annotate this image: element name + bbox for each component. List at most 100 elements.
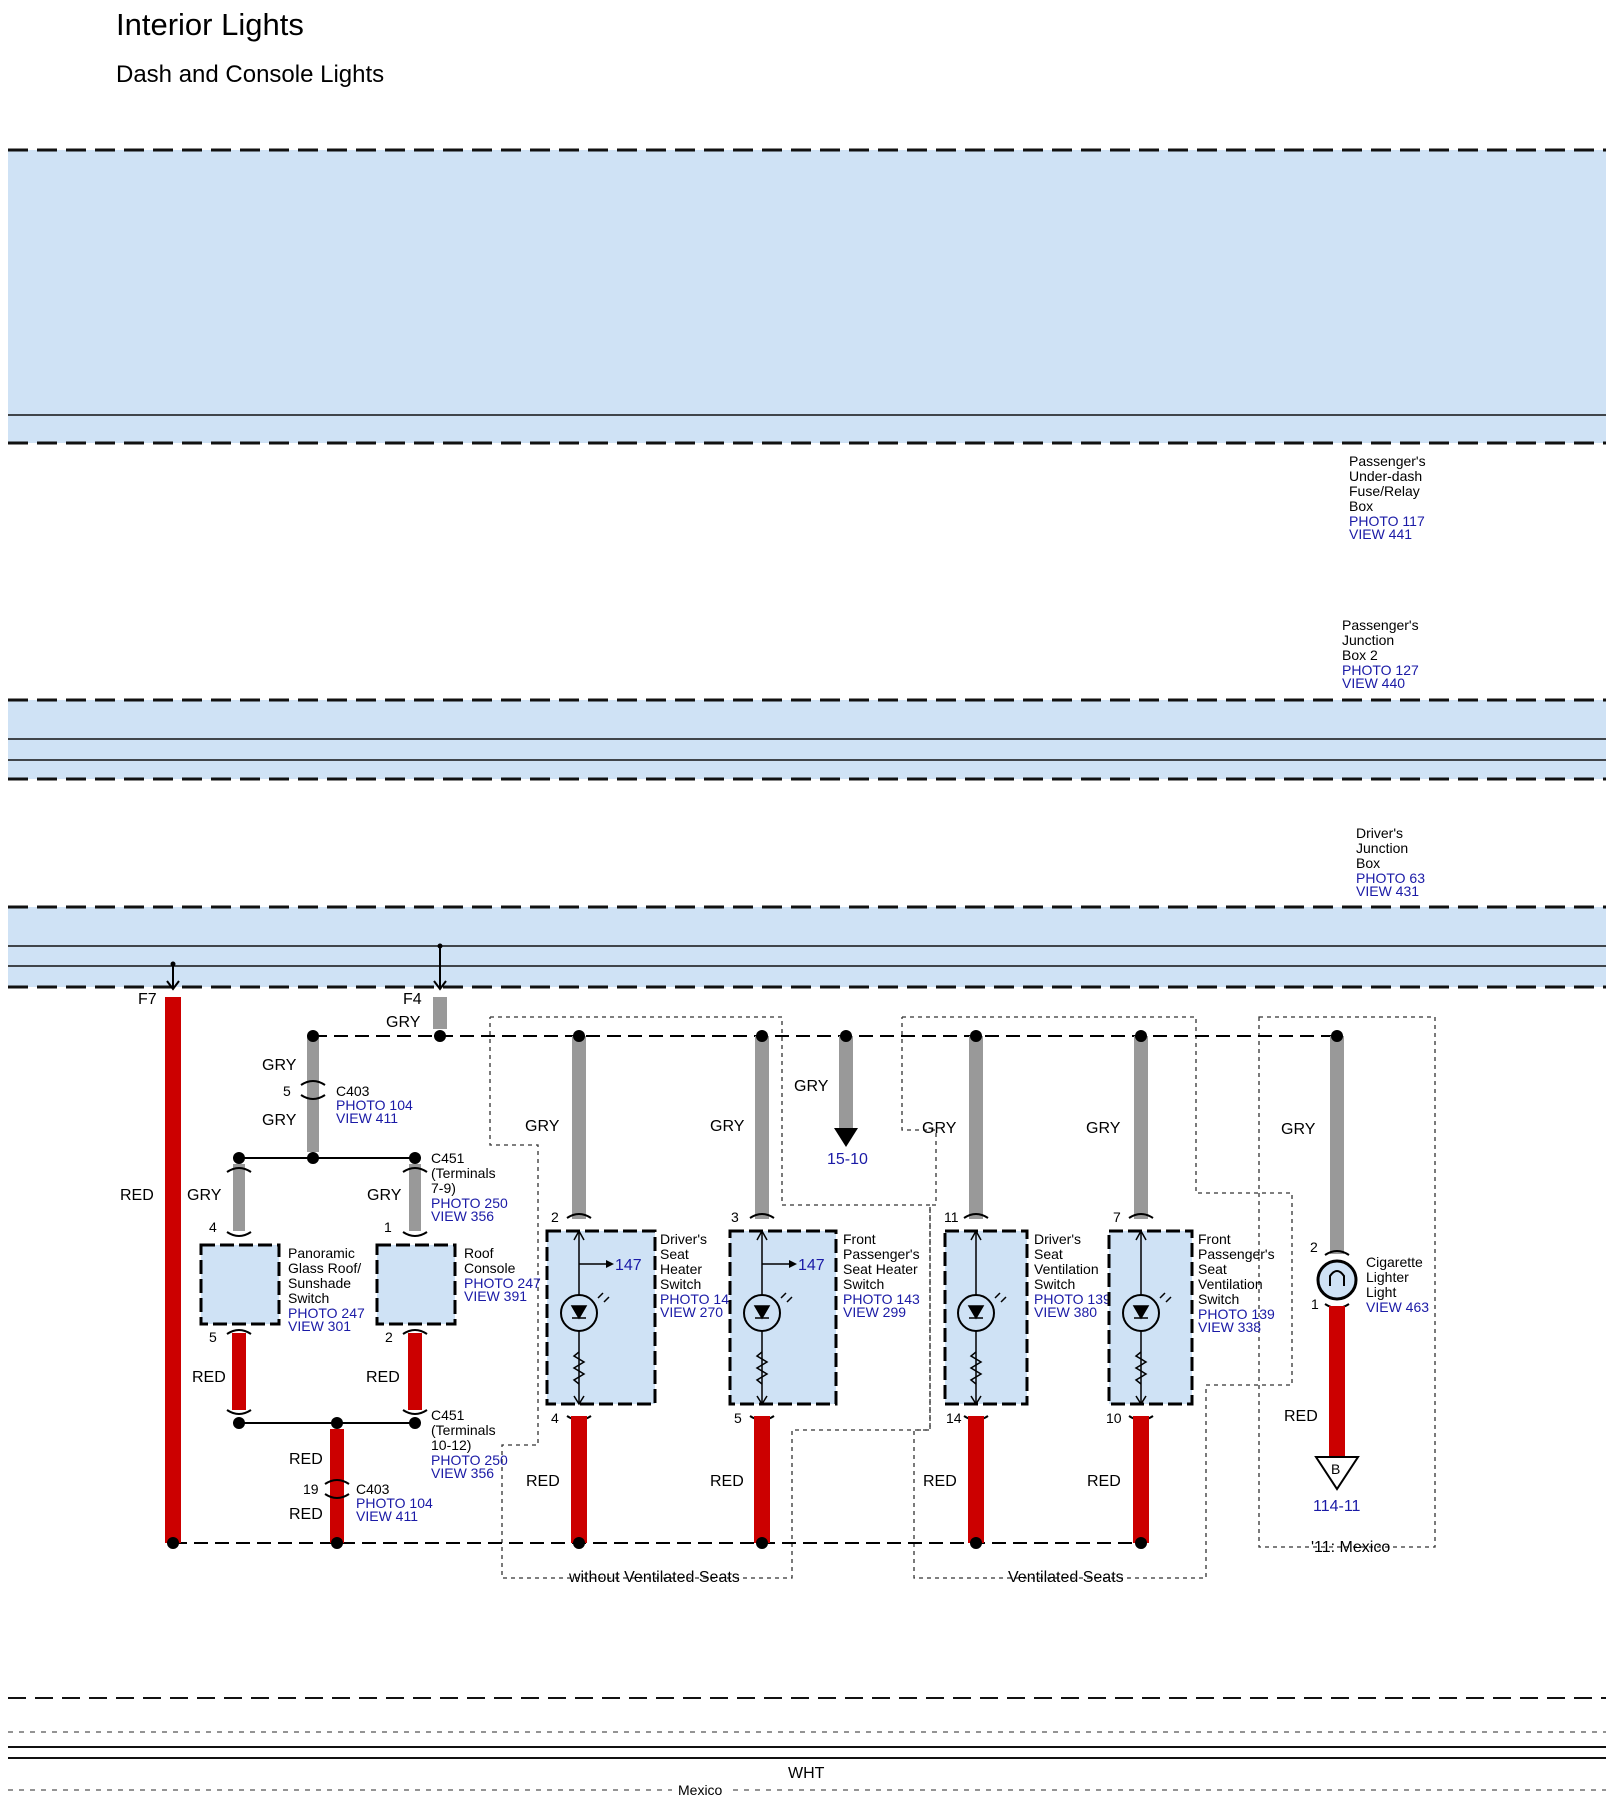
page-title: Interior Lights [116,7,304,42]
roof-console-name-1: Roof [464,1245,494,1261]
driver-junction-box-photo-link[interactable]: PHOTO 63 [1356,870,1425,886]
c403-top-gry-wire [307,1036,319,1152]
cig-red-label: RED [1284,1408,1318,1425]
mexico-label: Mexico [678,1782,723,1798]
underdash-box-view-link[interactable]: VIEW 441 [1349,526,1412,542]
c403-bottom-photo-link[interactable]: PHOTO 104 [356,1495,433,1511]
pass-vent-pin-top: 7 [1113,1209,1121,1225]
pass-vent-photo-link[interactable]: PHOTO 139 [1198,1306,1275,1322]
fuse-f4-node [437,943,443,949]
junction-box-2-name-3: Box 2 [1342,647,1378,663]
c451-top-photo-link[interactable]: PHOTO 250 [431,1195,508,1211]
passenger-seat-heater-switch: GRY 3 147 Front Passenger's Seat Heater … [710,1036,920,1543]
driver-vent-led-rays [994,1292,1007,1303]
driver-junction-box: Driver's Junction Box PHOTO 63 VIEW 431 … [8,825,1606,1008]
fuse-f7-label: F7 [138,991,157,1008]
pass-heater-ref-link[interactable]: 147 [798,1257,825,1274]
ref-15-10-link[interactable]: 15-10 [827,1151,868,1168]
ground-114-11-link[interactable]: 114-11 [1313,1498,1361,1515]
junction-box-2-photo-link[interactable]: PHOTO 127 [1342,662,1419,678]
bus-nodes [167,1030,1343,1549]
pass-heater-led-diode [753,1305,771,1320]
underdash-box-name-1: Passenger's [1349,453,1426,469]
driver-heater-body [545,1229,657,1406]
split-node-right [409,1152,421,1164]
pass-vent-led-rays [1159,1292,1172,1303]
junction-box-2-view-link[interactable]: VIEW 440 [1342,675,1405,691]
driver-junction-box-view-link[interactable]: VIEW 431 [1356,883,1419,899]
c451-bottom-photo-link[interactable]: PHOTO 250 [431,1452,508,1468]
driver-heater-gry-label: GRY [525,1118,560,1135]
cig-pin-top: 2 [1310,1239,1318,1255]
cig-view-link[interactable]: VIEW 463 [1366,1299,1429,1315]
panoramic-name-2: Glass Roof/ [288,1260,361,1276]
page-subtitle: Dash and Console Lights [116,61,384,88]
driver-heater-name-1: Driver's [660,1231,707,1247]
region-without-ventilated-seats [489,1016,931,1579]
underdash-box-photo-link[interactable]: PHOTO 117 [1349,513,1425,529]
pass-vent-name-3: Seat [1198,1261,1227,1277]
fuse-f7-node [170,961,176,967]
driver-heater-photo-link[interactable]: PHOTO 143 [660,1291,737,1307]
panoramic-photo-link[interactable]: PHOTO 247 [288,1305,365,1321]
panoramic-view-link[interactable]: VIEW 301 [288,1318,351,1334]
pass-vent-view-link[interactable]: VIEW 338 [1198,1319,1261,1335]
pass-heater-photo-link[interactable]: PHOTO 143 [843,1291,920,1307]
pass-heater-inner-arrow [756,1229,768,1241]
gry-down-arrow [834,1128,858,1147]
pass-heater-name-3: Seat Heater [843,1261,918,1277]
ground-b-triangle [1314,1456,1360,1491]
roof-console-photo-link[interactable]: PHOTO 247 [464,1275,541,1291]
split-node-left [233,1152,245,1164]
driver-heater-view-link[interactable]: VIEW 270 [660,1304,723,1320]
driver-vent-photo-link[interactable]: PHOTO 139 [1034,1291,1111,1307]
driver-vent-top-terminal [963,1213,989,1219]
roof-console-gry-wire [409,1164,421,1231]
option-without-ventilated-seats: without Ventilated Seats [568,1569,740,1586]
red-node-pass-heater [756,1537,768,1549]
c451-top-name-1: C451 [431,1150,465,1166]
c403-bottom-red-label-upper: RED [289,1451,323,1468]
gry-node-pass-vent [1135,1030,1147,1042]
c451-bottom-name-2: (Terminals [431,1422,496,1438]
c403-top-gry-label-lower: GRY [262,1112,297,1129]
roof-console-view-link[interactable]: VIEW 391 [464,1288,527,1304]
panoramic-switch-body [199,1243,281,1326]
join-node-center [331,1417,343,1429]
c403-bottom-name: C403 [356,1481,390,1497]
pass-heater-red-label: RED [710,1473,744,1490]
c451-bottom-view-link[interactable]: VIEW 356 [431,1465,494,1481]
driver-vent-name-3: Ventilation [1034,1261,1099,1277]
pass-vent-name-2: Passenger's [1198,1246,1275,1262]
driver-seat-ventilation-switch: GRY 11 Driver's Seat Ventilation Switch … [922,1036,1111,1543]
cig-bulb-filament [1329,1270,1345,1286]
c403-top-view-link[interactable]: VIEW 411 [336,1110,398,1126]
red-node-driver-heater [573,1537,585,1549]
option-regions [489,1016,1436,1579]
roof-console-red-wire [408,1333,422,1410]
pass-heater-name-1: Front [843,1231,876,1247]
gry-node-cig [1331,1030,1343,1042]
underdash-box-name-4: Box [1349,498,1373,514]
pass-heater-ref-arrow [789,1260,797,1268]
junction-box-2: Passenger's Junction Box 2 PHOTO 127 VIE… [8,617,1606,781]
bottom-lines: WHT Mexico [8,1697,1606,1798]
split-node-center [307,1152,319,1164]
c403-top-photo-link[interactable]: PHOTO 104 [336,1097,413,1113]
c403-bottom-view-link[interactable]: VIEW 411 [356,1508,418,1524]
c403-bottom-red-wire [330,1429,344,1543]
c451-top-view-link[interactable]: VIEW 356 [431,1208,494,1224]
pass-vent-body [1107,1229,1194,1406]
pass-vent-top-terminal [1128,1213,1154,1219]
pass-heater-body [728,1229,838,1406]
pass-heater-view-link[interactable]: VIEW 299 [843,1304,906,1320]
driver-junction-box-name-1: Driver's [1356,825,1403,841]
panoramic-pin-top: 4 [209,1219,217,1235]
driver-heater-ref-link[interactable]: 147 [615,1257,642,1274]
pass-heater-inner-arrow-bottom [756,1395,768,1406]
driver-heater-name-4: Switch [660,1276,701,1292]
driver-vent-red-label: RED [923,1473,957,1490]
driver-vent-view-link[interactable]: VIEW 380 [1034,1304,1097,1320]
underdash-box-panel [8,150,1606,443]
driver-heater-led-rays [597,1292,610,1303]
